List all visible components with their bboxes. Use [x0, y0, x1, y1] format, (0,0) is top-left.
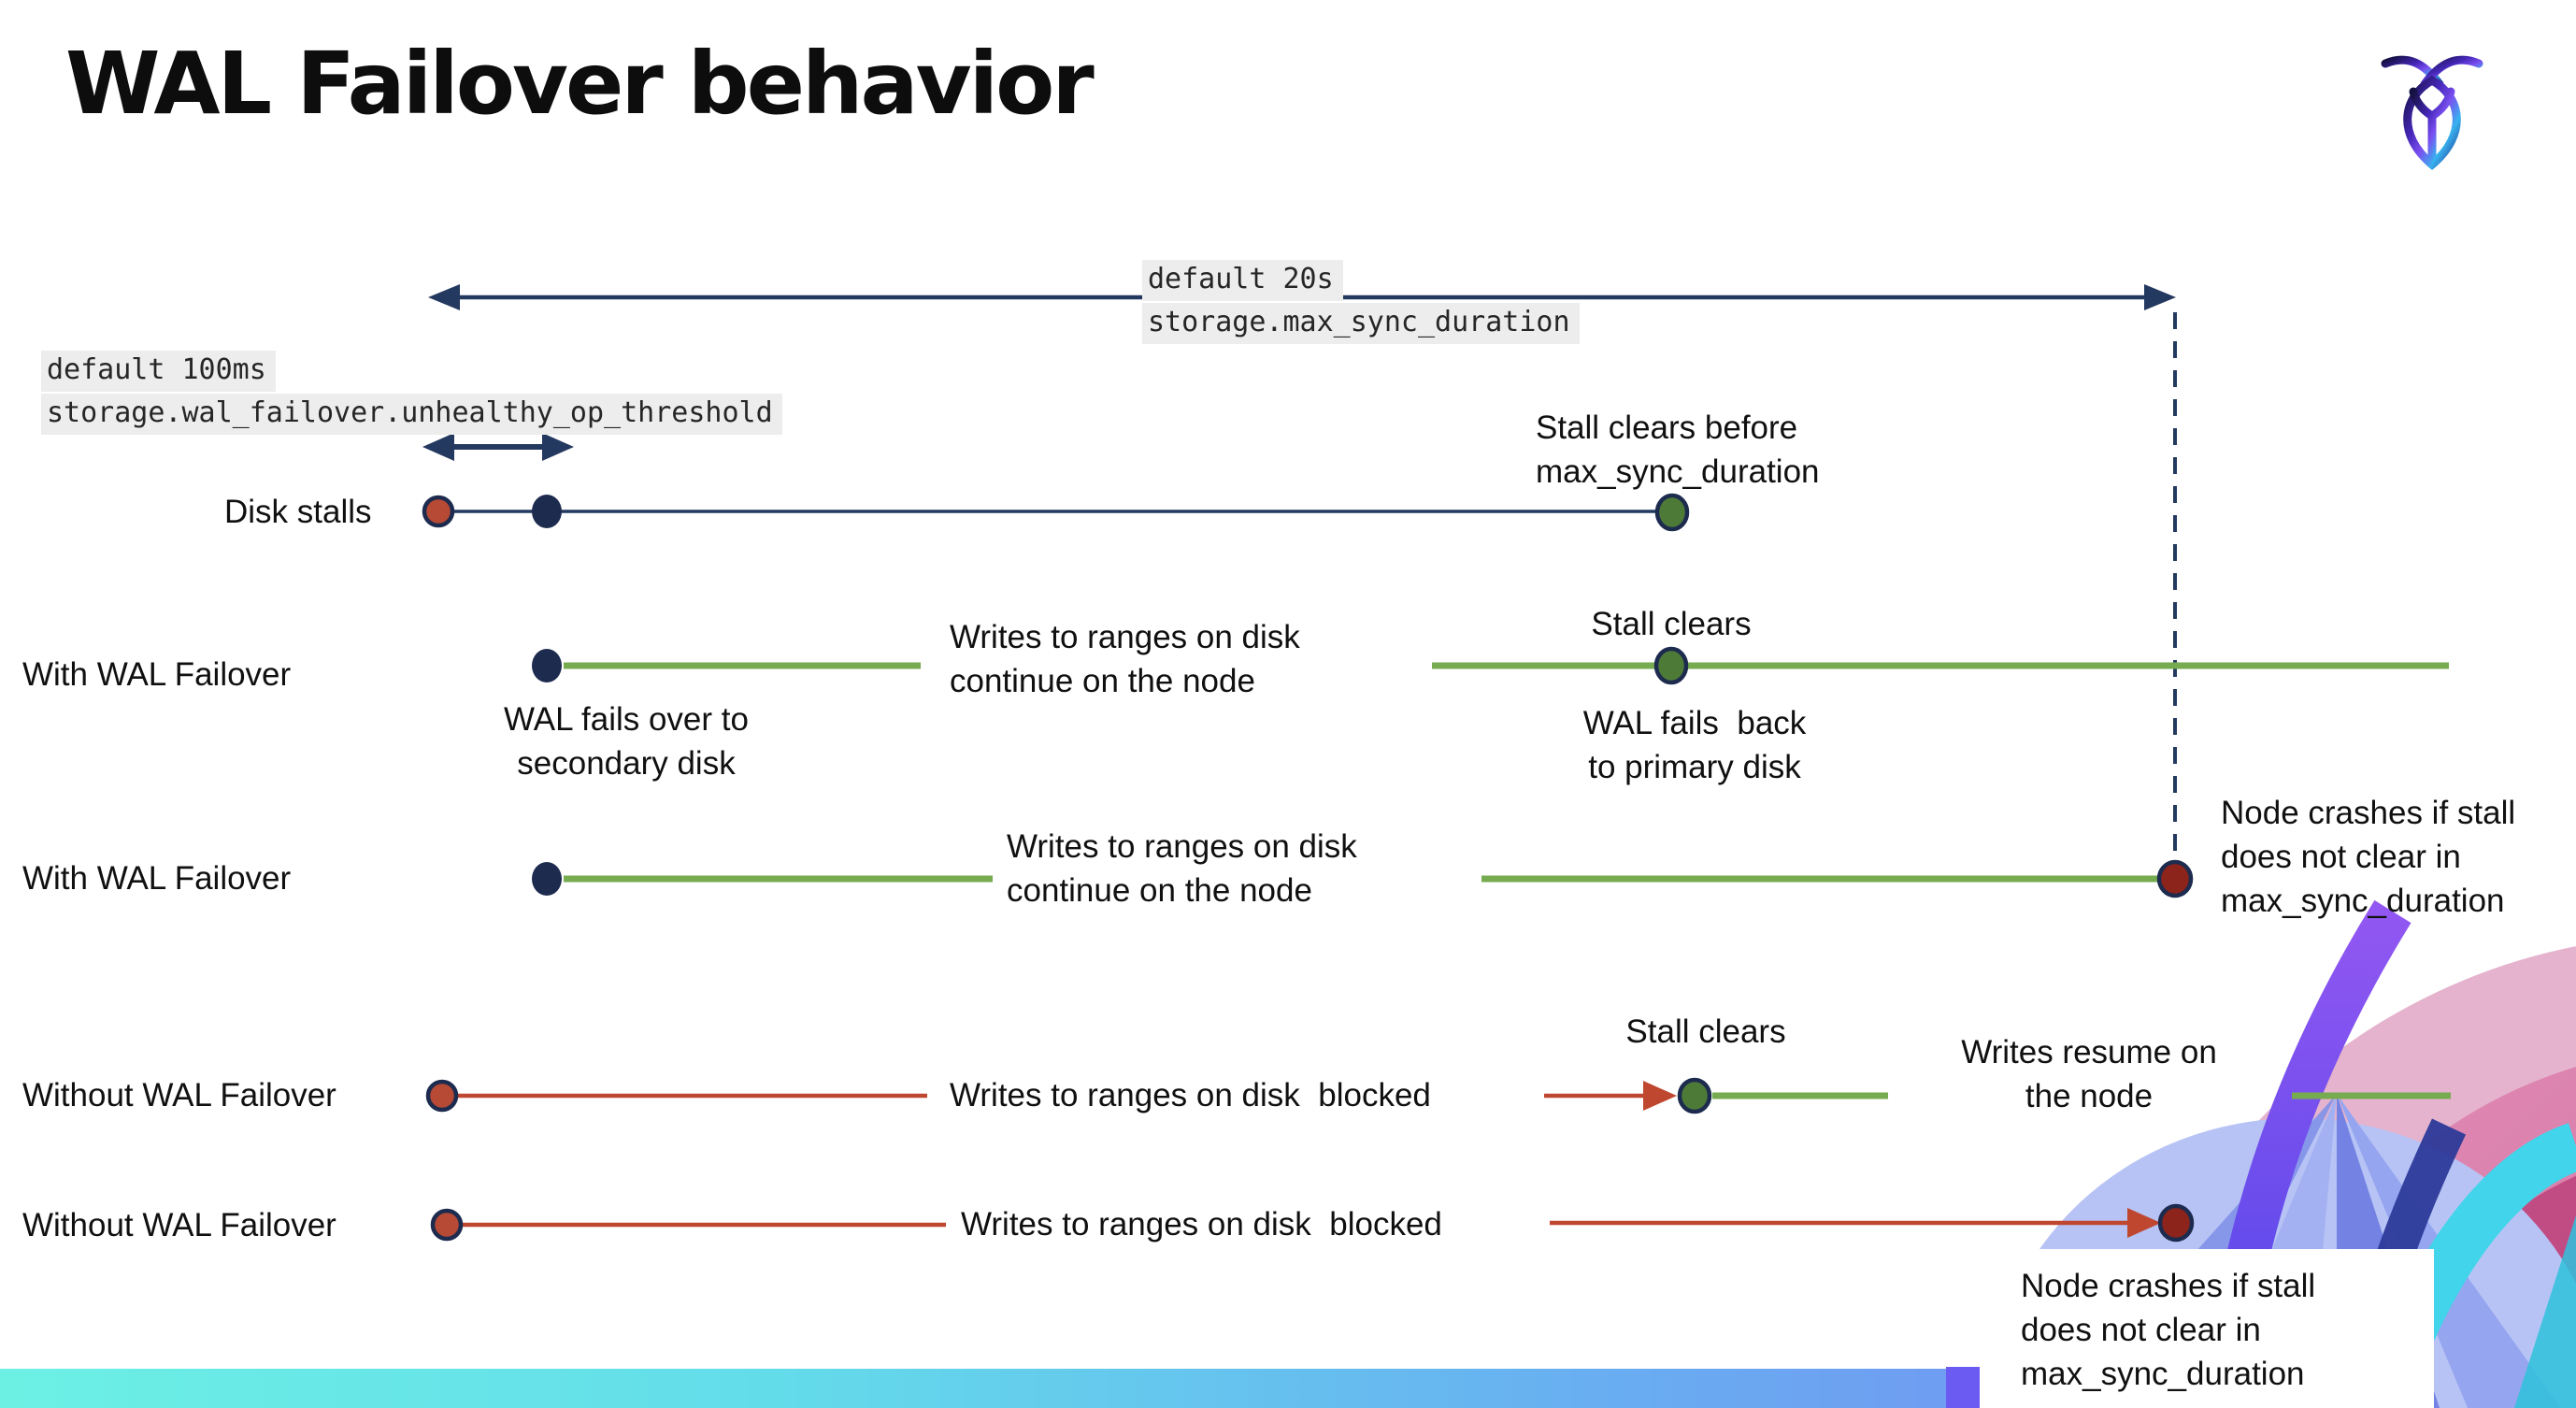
stall-clears-dot — [1677, 1077, 1712, 1114]
arrowhead-left-icon — [428, 284, 460, 310]
writes-continue-note: Writes to ranges on disk continue on the… — [950, 619, 1300, 699]
row-label-with-wal-failover: With WAL Failover — [22, 656, 292, 693]
setting-name: storage.wal_failover.unhealthy_op_thresh… — [41, 394, 782, 435]
threshold-dot — [532, 495, 562, 528]
unhealthy-op-threshold-callout: default 100ms storage.wal_failover.unhea… — [41, 351, 782, 437]
wal-failback-note: WAL fails back to primary disk — [1582, 705, 1807, 785]
row-label-with-wal-failover: With WAL Failover — [22, 860, 292, 897]
writes-blocked-note: Writes to ranges on disk blocked — [961, 1206, 1442, 1243]
row-label-without-wal-failover: Without WAL Failover — [22, 1077, 336, 1113]
setting-name: storage.max_sync_duration — [1142, 303, 1580, 344]
setting-default-value: default 20s — [1142, 260, 1343, 301]
arrowhead-right-icon — [1643, 1081, 1677, 1111]
body-stem — [2409, 87, 2455, 169]
wal-failover-note: WAL fails over to secondary disk — [504, 701, 749, 782]
writes-continue-note: Writes to ranges on disk continue on the… — [1007, 828, 1357, 909]
writes-resume-note: Writes resume on the node — [1961, 1034, 2217, 1114]
cockroachdb-logo-icon — [2381, 55, 2483, 170]
crash-note-with-failover: Node crashes if stall does not clear in … — [2221, 795, 2516, 919]
setting-default-value: default 100ms — [41, 351, 276, 392]
writes-blocked-note: Writes to ranges on disk blocked — [950, 1077, 1431, 1113]
page-title: WAL Failover behavior — [65, 34, 1095, 134]
stall-clears-note: Stall clears — [1625, 1013, 1786, 1050]
stall-clears-note: Stall clears — [1591, 606, 1752, 642]
max-sync-duration-callout: default 20s storage.max_sync_duration — [1142, 260, 1580, 346]
arrowhead-right-icon — [542, 433, 574, 461]
teal-wedge — [2514, 1215, 2576, 1408]
node-crash-dot — [2157, 1203, 2195, 1243]
arrowhead-left-icon — [422, 433, 454, 461]
row-label-disk-stalls: Disk stalls — [224, 494, 372, 530]
failover-dot — [532, 862, 562, 896]
arrowhead-right-icon — [2144, 284, 2176, 310]
crash-note-box: Node crashes if stall does not clear in … — [1980, 1249, 2434, 1408]
row-label-without-wal-failover: Without WAL Failover — [22, 1207, 336, 1243]
arrowhead-right-icon — [2127, 1208, 2161, 1238]
stall-clears-before-note: Stall clears before max_sync_duration — [1536, 409, 1820, 490]
crash-note-without-failover: Node crashes if stall does not clear in … — [2021, 1268, 2316, 1392]
node-crash-dot — [2156, 859, 2194, 898]
failover-dot — [532, 649, 562, 682]
stall-clears-dot — [1654, 493, 1690, 532]
stall-start-dot — [422, 495, 455, 528]
stall-start-dot — [425, 1079, 459, 1113]
stall-start-dot — [430, 1208, 464, 1242]
stall-clears-dot — [1653, 646, 1689, 685]
